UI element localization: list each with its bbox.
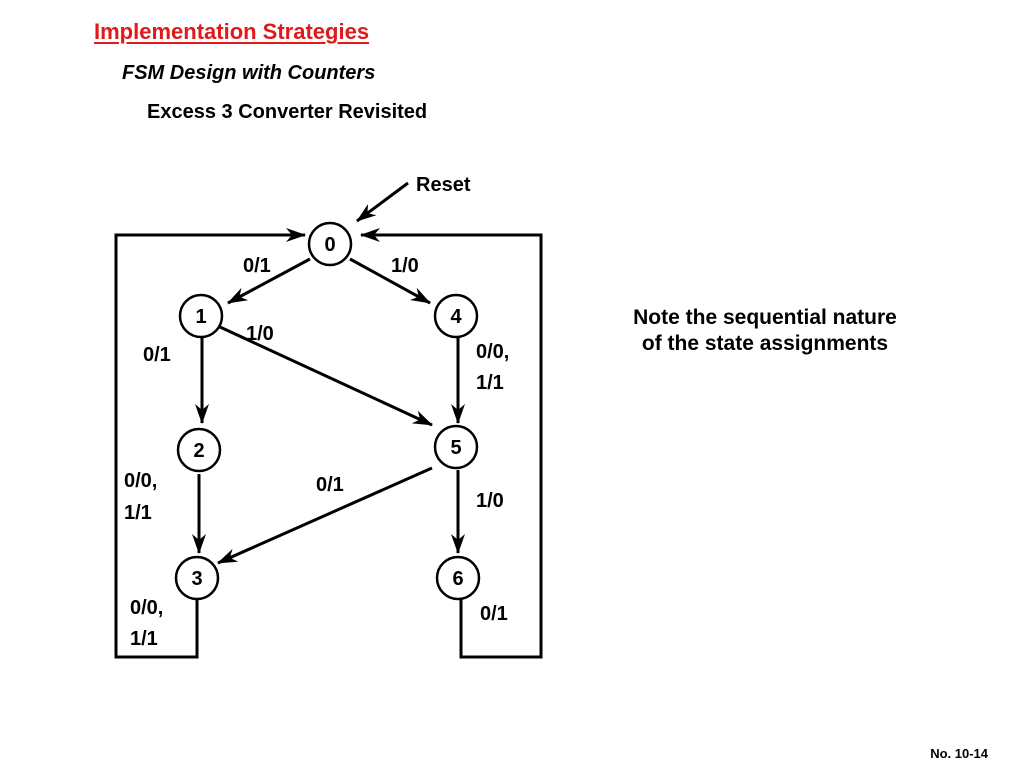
state-5-label: 5	[450, 437, 461, 459]
edge-label-0-1: 0/1	[243, 255, 271, 277]
state-0: 0	[307, 221, 353, 267]
edge-6-0-loop	[360, 228, 543, 659]
state-1-label: 1	[195, 306, 206, 328]
reset-label: Reset	[416, 174, 471, 196]
state-0-label: 0	[324, 234, 335, 256]
edge-label-5-3: 0/1	[316, 474, 344, 496]
state-6-label: 6	[452, 568, 463, 590]
note-line-2: of the state assignments	[641, 332, 889, 355]
edge-label-2-3-line1: 0/0,	[124, 470, 157, 492]
reset-arrow	[356, 181, 409, 223]
edge-1-5	[219, 325, 433, 427]
state-3: 3	[174, 555, 220, 601]
state-2-label: 2	[193, 440, 204, 462]
edge-0-1	[227, 257, 311, 305]
state-4-label: 4	[450, 306, 462, 328]
state-1: 1	[178, 293, 224, 339]
edge-3-0-loop	[114, 228, 306, 659]
state-6: 6	[435, 555, 481, 601]
edge-label-2-3-line2: 1/1	[124, 502, 152, 524]
slide-title: Implementation Strategies	[94, 19, 370, 44]
edge-label-1-2: 0/1	[143, 344, 171, 366]
edge-label-5-6: 1/0	[476, 490, 504, 512]
edge-label-1-5: 1/0	[246, 323, 274, 345]
edge-0-4	[349, 257, 431, 305]
edge-5-3	[217, 466, 433, 565]
state-2: 2	[176, 427, 222, 473]
edge-label-3-0-line1: 0/0,	[130, 597, 163, 619]
note-text: Note the sequential nature of the state …	[590, 305, 940, 357]
state-3-label: 3	[191, 568, 202, 590]
slide-subsubtitle: Excess 3 Converter Revisited	[147, 101, 428, 123]
edge-label-4-5-line2: 1/1	[476, 372, 504, 394]
edge-label-3-0-line2: 1/1	[130, 628, 158, 650]
slide-subtitle: FSM Design with Counters	[122, 62, 376, 84]
page-number: No. 10-14	[930, 746, 988, 761]
edge-label-4-5-line1: 0/0,	[476, 341, 509, 363]
edge-label-0-4: 1/0	[391, 255, 419, 277]
state-5: 5	[433, 424, 479, 470]
edge-label-6-0: 0/1	[480, 603, 508, 625]
note-line-1: Note the sequential nature	[633, 306, 897, 329]
state-4: 4	[433, 293, 479, 339]
